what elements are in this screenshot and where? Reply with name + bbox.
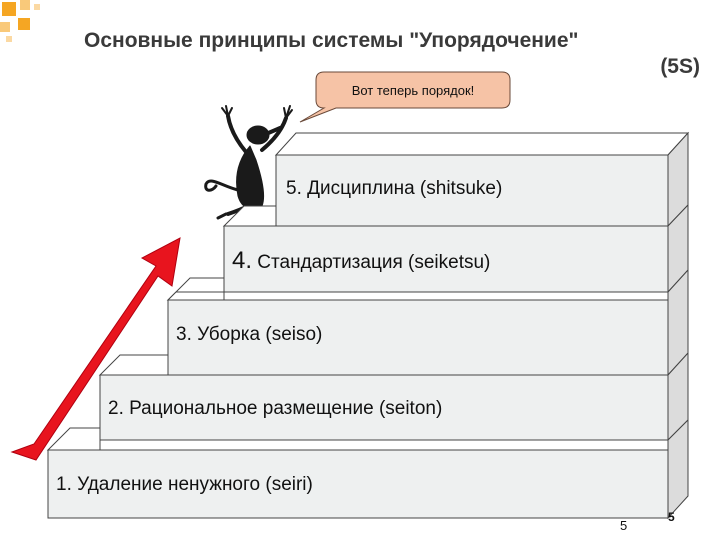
corner-logo [0, 0, 40, 42]
step-4-block [222, 203, 689, 294]
step-3-block [166, 268, 689, 377]
step-2-block [98, 351, 689, 442]
step-5-block [274, 131, 690, 228]
step-2-label: 2. Рациональное размещение (seiton) [108, 398, 443, 419]
step-1-block [46, 418, 689, 520]
slide-title: Основные принципы системы "Упорядочение"… [84, 28, 704, 80]
step-4-label: 4. Стандартизация (seiketsu) [232, 247, 491, 274]
slide-title-line1: Основные принципы системы "Упорядочение" [84, 29, 579, 52]
page-number-small: 5 [668, 510, 675, 524]
step-5-label: 5. Дисциплина (shitsuke) [286, 178, 503, 199]
speech-bubble-text: Вот теперь порядок! [351, 82, 475, 98]
step-1-label: 1. Удаление ненужного (seiri) [56, 474, 313, 495]
step-3-label: 3. Уборка (seiso) [176, 324, 323, 345]
page-number: 5 [620, 518, 628, 533]
slide-title-line2: (5S) [660, 55, 700, 78]
